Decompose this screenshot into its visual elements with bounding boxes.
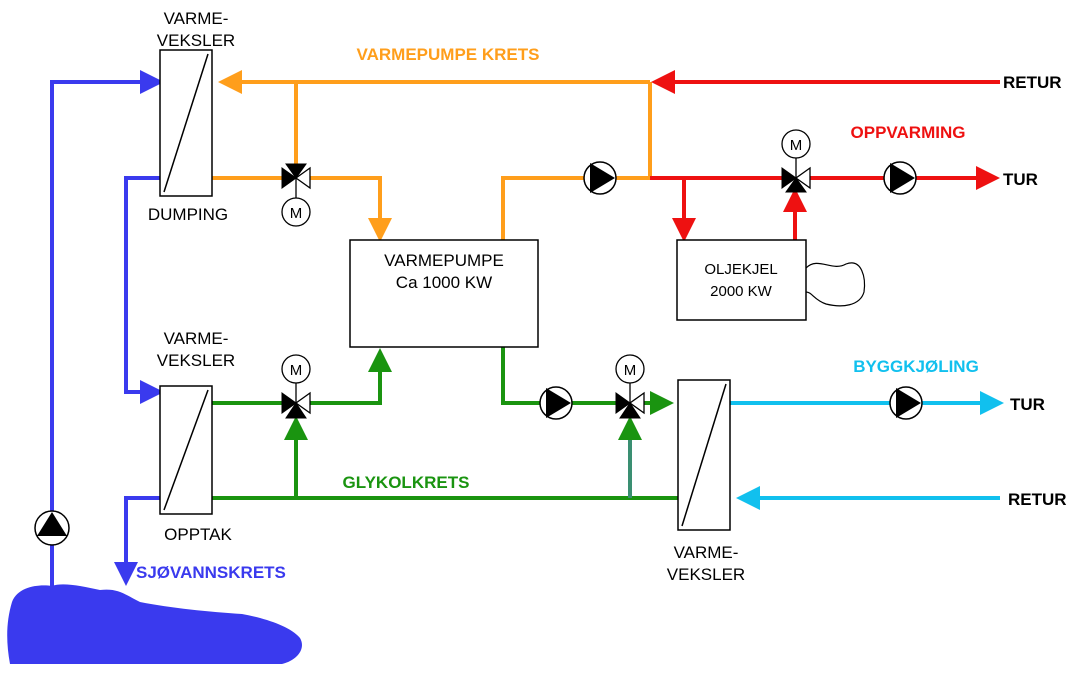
- hx-right-label-1: VARME-: [674, 543, 739, 562]
- circuit-label-glycol: GLYKOLKRETS: [343, 473, 470, 492]
- circuit-label-heating: OPPVARMING: [851, 123, 966, 142]
- boiler-label: OLJEKJEL: [704, 261, 777, 278]
- motor-actuator-glycol-intake: M: [281, 354, 311, 384]
- motor-actuator-hp: M: [281, 197, 311, 227]
- circuit-label-heat-pump: VARMEPUMPE KRETS: [357, 45, 540, 64]
- cooling-circuit: [730, 391, 1004, 510]
- sea-water-circuit: [7, 70, 302, 664]
- valve-heating: [781, 158, 811, 193]
- oil-boiler: [676, 239, 866, 321]
- retur-cooling-label: RETUR: [1008, 490, 1067, 509]
- glycol-circuit: [212, 347, 678, 500]
- motor-label: M: [290, 362, 303, 379]
- motor-label: M: [624, 362, 637, 379]
- heat-exchanger-opptak: [159, 385, 213, 515]
- heat-pump-unit: [349, 239, 539, 348]
- sea-water-pump: [34, 510, 70, 546]
- glycol-pump: [539, 386, 573, 420]
- hp-out-riser: [501, 176, 584, 240]
- heat-exchanger-cooling: [677, 379, 731, 531]
- boiler-capacity: 2000 KW: [710, 283, 773, 300]
- motor-label: M: [790, 137, 803, 154]
- tur-top-label: TUR: [1003, 170, 1038, 189]
- hx-mid-label-2: VEKSLER: [157, 351, 235, 370]
- glycol-valve-to-hp: [310, 348, 392, 405]
- heat-pump-circuit: [212, 70, 652, 242]
- sea-discharge-pipe: [114, 496, 160, 586]
- hx-top-caption: DUMPING: [148, 205, 228, 224]
- hx-top-label-2: VEKSLER: [157, 31, 235, 50]
- heat-exchanger-dumping: [159, 49, 213, 197]
- tur-cooling-label: TUR: [1010, 395, 1045, 414]
- heat-pump-label: VARMEPUMPE: [384, 251, 504, 270]
- hp-valve-to-hp: [310, 176, 392, 242]
- valve-glycol-intake: [281, 383, 311, 419]
- glycol-hp-out: [501, 347, 540, 405]
- hx-mid-caption: OPPTAK: [164, 525, 232, 544]
- sea-supply-pipe: [50, 70, 164, 586]
- heating-circuit: [650, 70, 1000, 242]
- hx-mid-label-1: VARME-: [164, 329, 229, 348]
- motor-label: M: [290, 205, 303, 222]
- circuit-label-sea: SJØVANNSKRETS: [136, 563, 286, 582]
- circuit-label-cooling: BYGGKJØLING: [853, 357, 979, 376]
- motor-actuator-glycol-cooling: M: [615, 354, 645, 384]
- heat-pump-capacity: Ca 1000 KW: [396, 273, 492, 292]
- cooling-pump: [889, 386, 923, 420]
- sea-link-pipe: [124, 176, 164, 404]
- motor-actuator-heating: M: [781, 129, 811, 159]
- hx-top-label-1: VARME-: [164, 9, 229, 28]
- retur-top-label: RETUR: [1003, 73, 1062, 92]
- valve-glycol-cooling: [615, 383, 645, 419]
- heat-pump-circuit-pump: [583, 161, 617, 195]
- boiler-fuel-line: [805, 262, 866, 307]
- hx-right-label-2: VEKSLER: [667, 565, 745, 584]
- heating-pump: [883, 161, 917, 195]
- valve-heat-pump-circuit: [281, 163, 311, 198]
- sea-water-body: [7, 584, 302, 664]
- hp-pump-to-junction: [616, 82, 652, 180]
